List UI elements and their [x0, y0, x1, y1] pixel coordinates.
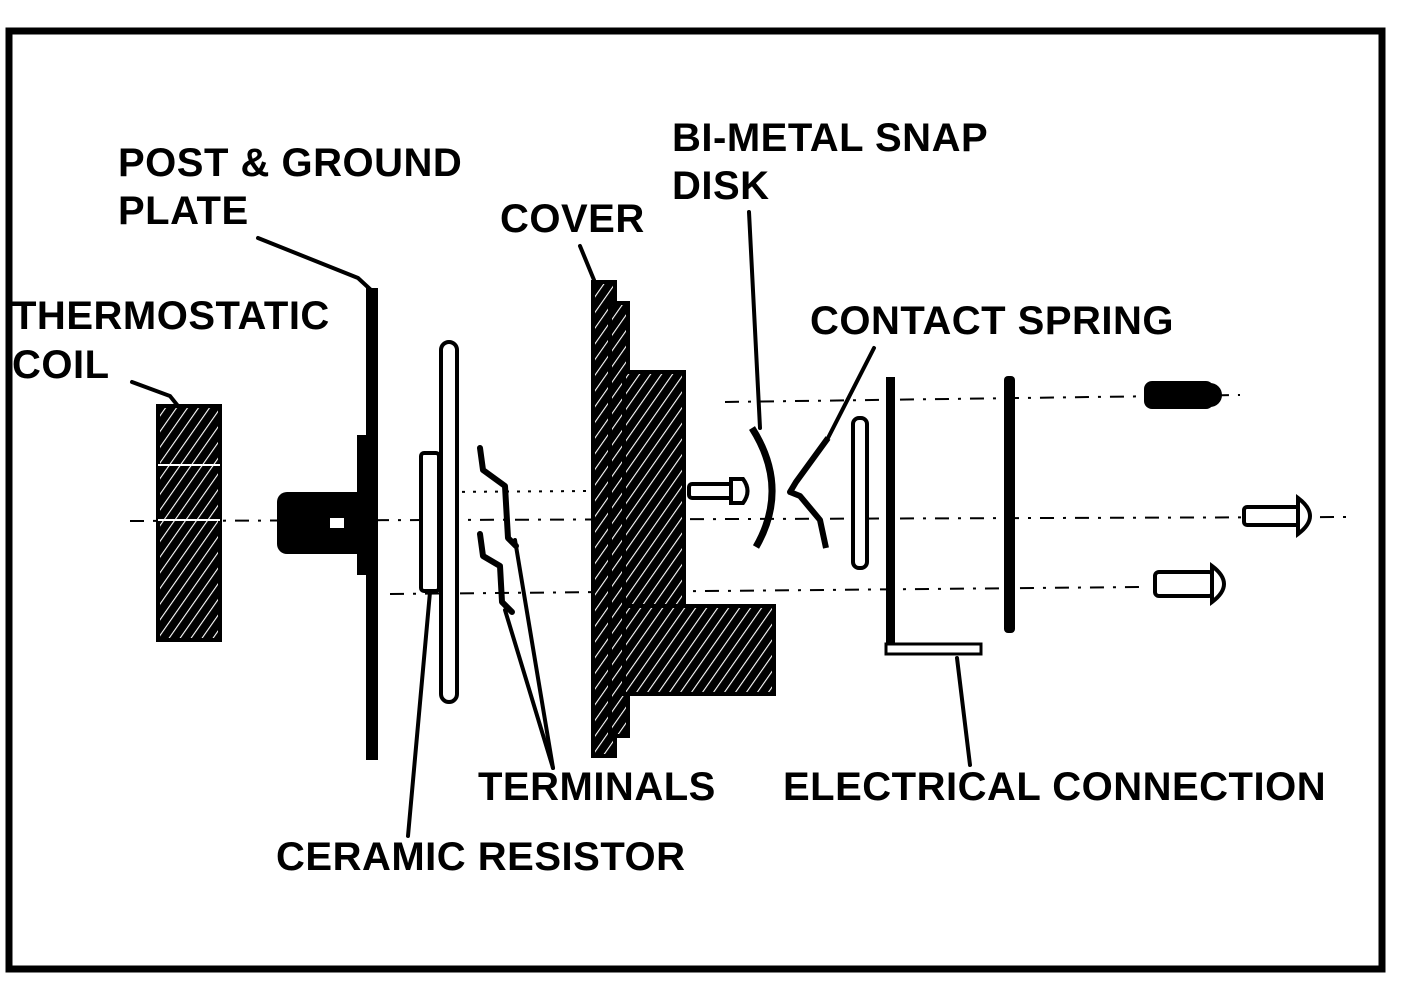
cover-screw-part	[687, 477, 750, 505]
label-ceramic-resistor: CERAMIC RESISTOR	[276, 835, 686, 879]
leader-contact-spring	[826, 346, 876, 440]
label-terminals: TERMINALS	[478, 765, 716, 809]
leader-terminals-a	[513, 538, 555, 770]
leader-cover	[578, 244, 596, 282]
label-cover: COVER	[500, 197, 645, 241]
label-electrical-connection: ELECTRICAL CONNECTION	[783, 765, 1327, 809]
screw-top-part	[1144, 381, 1222, 409]
bimetal-snap-disk-part	[749, 426, 776, 549]
cover-part	[591, 280, 776, 758]
label-bimetal-snap-disk-line2: DISK	[672, 164, 770, 208]
leader-thermostatic-coil	[130, 380, 180, 408]
label-post-ground-plate-line2: PLATE	[118, 189, 249, 233]
leader-post-ground-plate	[256, 236, 373, 292]
thermostatic-coil-part	[156, 404, 222, 642]
terminals-part	[477, 445, 519, 615]
insulator-strip-part	[851, 416, 869, 570]
frame-border	[5, 27, 1386, 973]
leader-lines	[130, 210, 972, 838]
label-post-ground-plate-line1: POST & GROUND	[118, 141, 463, 185]
label-thermostatic-coil-line1: THERMOSTATIC	[12, 294, 330, 338]
post-ground-plate-part	[277, 288, 378, 760]
screw-middle-part	[1242, 493, 1312, 539]
leader-terminals-b	[503, 608, 555, 770]
label-contact-spring: CONTACT SPRING	[810, 299, 1175, 343]
label-thermostatic-coil-line2: COIL	[12, 343, 110, 387]
bracket-plate-part	[1004, 376, 1015, 633]
screw-bottom-part	[1153, 561, 1226, 607]
leader-ceramic-resistor	[406, 590, 432, 838]
electrical-connection-part	[884, 377, 983, 656]
contact-spring-part	[787, 436, 831, 549]
label-bimetal-snap-disk-line1: BI-METAL SNAP	[672, 116, 989, 160]
leader-electrical-connection	[955, 656, 972, 767]
leader-bimetal-snap-disk	[747, 210, 762, 430]
